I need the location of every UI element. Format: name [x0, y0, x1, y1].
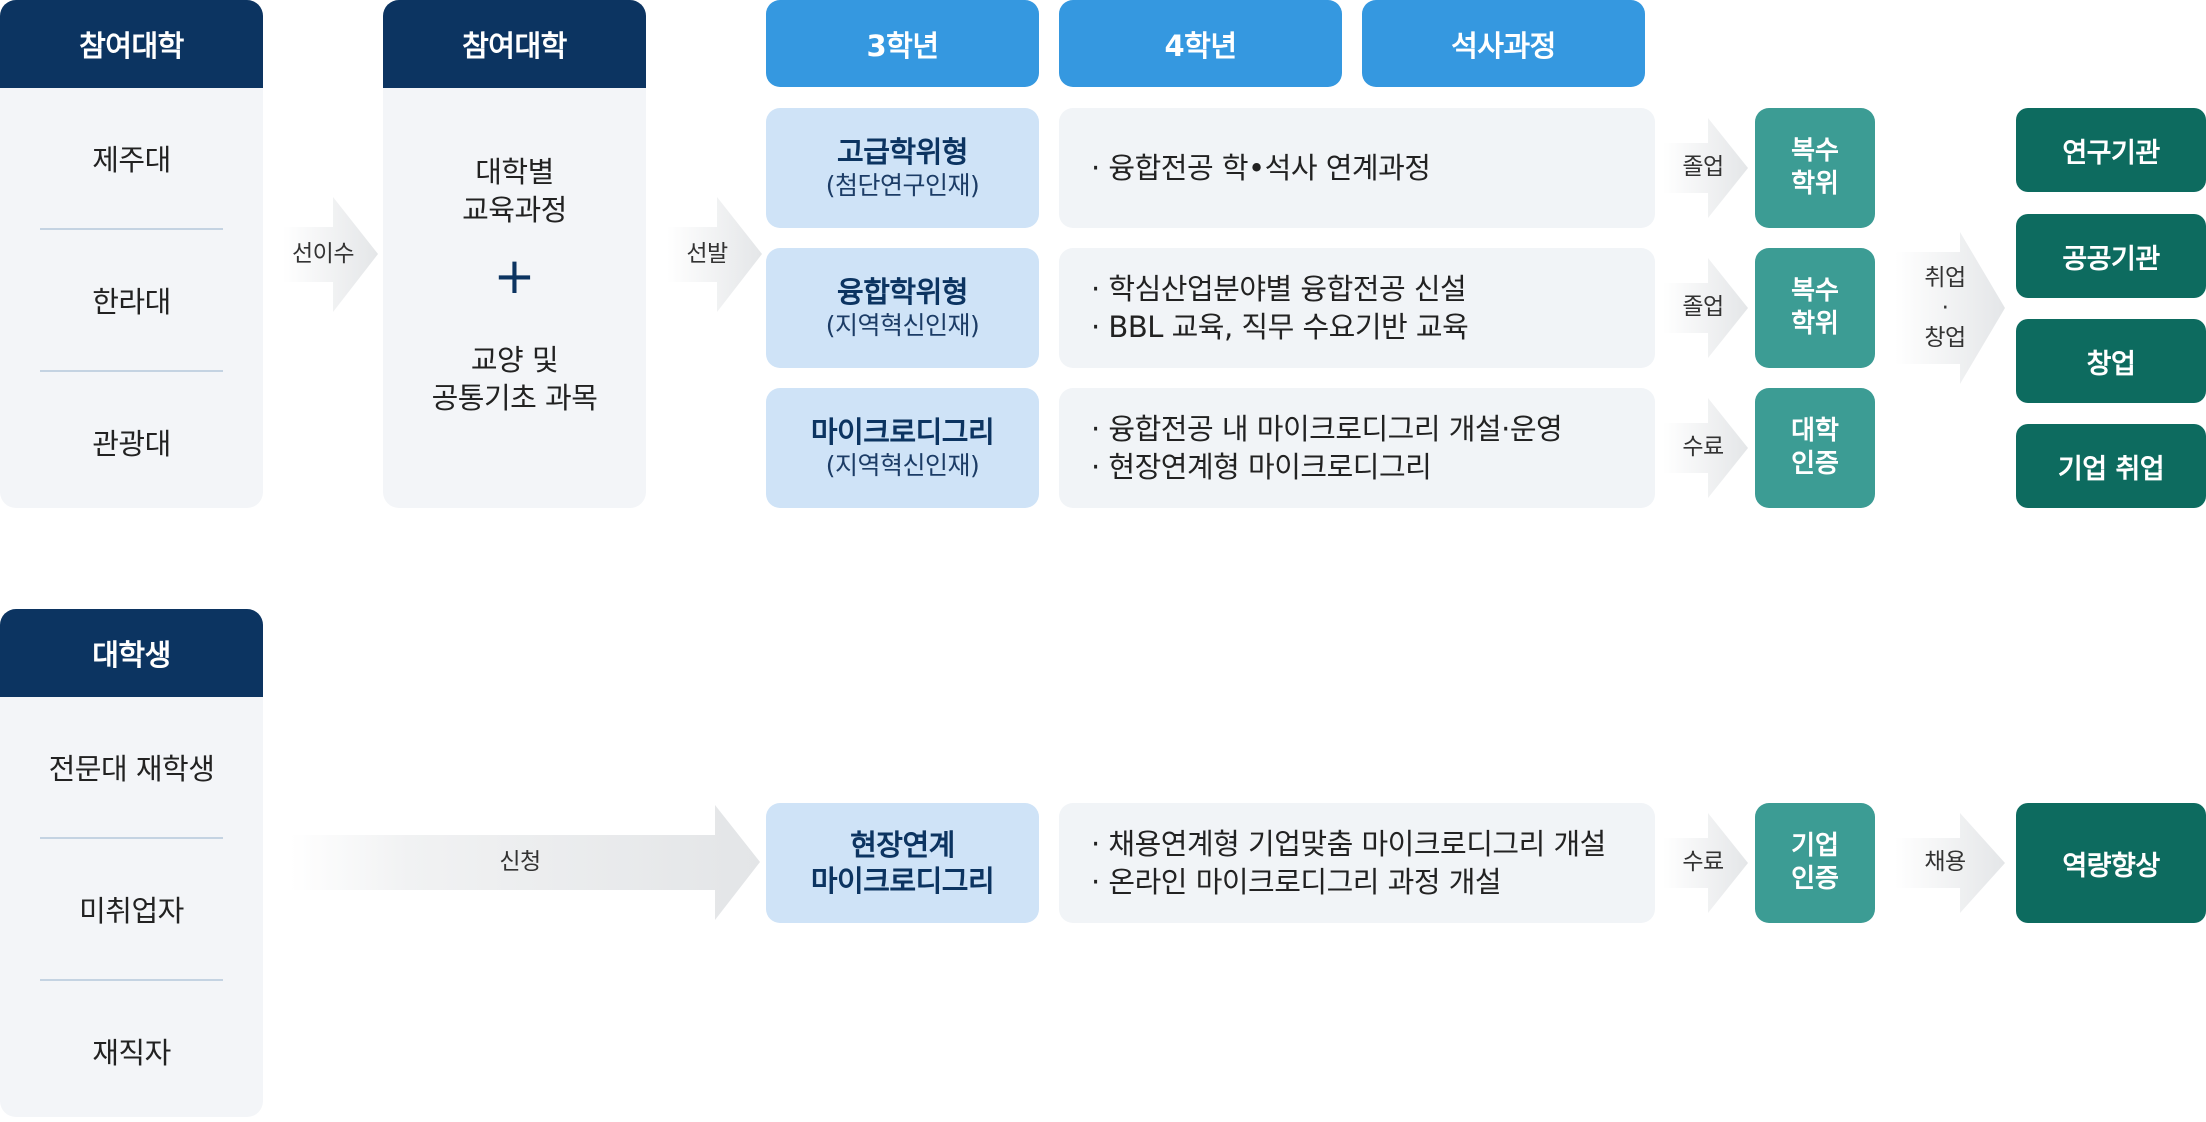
track-field-microdegree: 현장연계 마이크로디그리 [766, 803, 1039, 923]
employment-label-a: 취업 [1924, 265, 1966, 291]
curriculum-header: 참여대학 [383, 0, 646, 88]
result-line: 학위 [1791, 309, 1839, 339]
graduate-label: 졸업 [1682, 294, 1724, 320]
employment-label: 취업 · 창업 [1895, 258, 1995, 358]
curriculum-line: 대학별 [475, 155, 554, 189]
description-line: · 융합전공 학•석사 연계과정 [1091, 151, 1431, 185]
description-box: · 융합전공 학•석사 연계과정 [1059, 108, 1655, 228]
divider [40, 228, 223, 230]
complete-arrow-icon [1663, 398, 1748, 498]
track-convergence-degree: 융합학위형 (지역혁신인재) [766, 248, 1039, 368]
graduate-arrow-icon [1663, 118, 1748, 218]
description-line: · 온라인 마이크로디그리 과정 개설 [1091, 865, 1502, 899]
track-title: 마이크로디그리 [810, 864, 995, 898]
result-line: 기업 [1791, 831, 1839, 861]
description-box: · 학심산업분야별 융합전공 신설 · BBL 교육, 직무 수요기반 교육 [1059, 248, 1655, 368]
complete-label: 수료 [1682, 849, 1724, 875]
participating-universities-card: 참여대학 제주대 한라대 관광대 [0, 0, 263, 508]
result-line: 복수 [1791, 136, 1839, 166]
divider [40, 837, 223, 839]
track-title: 고급학위형 [837, 135, 968, 169]
track-title: 마이크로디그리 [810, 415, 995, 449]
outcome-capability-improvement: 역량향상 [2016, 803, 2206, 923]
graduate-arrow-icon [1663, 258, 1748, 358]
grade-header-master: 석사과정 [1362, 0, 1645, 87]
apply-label: 신청 [499, 849, 541, 875]
result-line: 복수 [1791, 276, 1839, 306]
students-header: 대학생 [0, 609, 263, 697]
pre-course-arrow-icon [283, 197, 378, 312]
apply-arrow-icon [290, 805, 760, 920]
grade-header-4: 4학년 [1059, 0, 1342, 87]
plus-icon: + [493, 247, 536, 305]
result-line: 인증 [1791, 864, 1839, 894]
result-line: 학위 [1791, 169, 1839, 199]
employment-arrow-icon [1895, 232, 2005, 384]
divider [40, 979, 223, 981]
description-line: · 융합전공 내 마이크로디그리 개설·운영 [1091, 412, 1563, 446]
description-line: · 채용연계형 기업맞춤 마이크로디그리 개설 [1091, 827, 1606, 861]
university-item: 한라대 [92, 285, 171, 319]
curriculum-line: 공통기초 과목 [431, 381, 598, 415]
description-box: · 융합전공 내 마이크로디그리 개설·운영 · 현장연계형 마이크로디그리 [1059, 388, 1655, 508]
employment-label-dot: · [1941, 295, 1949, 321]
description-line: · 학심산업분야별 융합전공 신설 [1091, 272, 1467, 306]
complete-arrow-icon [1663, 813, 1748, 913]
result-university-certification: 대학 인증 [1755, 388, 1875, 508]
result-double-degree: 복수 학위 [1755, 108, 1875, 228]
student-item: 전문대 재학생 [48, 752, 215, 786]
university-item: 관광대 [92, 427, 171, 461]
result-double-degree: 복수 학위 [1755, 248, 1875, 368]
track-title: 융합학위형 [837, 275, 968, 309]
employment-label-b: 창업 [1924, 325, 1966, 351]
selection-arrow-icon [667, 197, 762, 312]
participating-universities-header: 참여대학 [0, 0, 263, 88]
outcome-research-institute: 연구기관 [2016, 108, 2206, 192]
result-company-certification: 기업 인증 [1755, 803, 1875, 923]
description-line: · 현장연계형 마이크로디그리 [1091, 450, 1432, 484]
description-line: · BBL 교육, 직무 수요기반 교육 [1091, 310, 1469, 344]
grade-header-3: 3학년 [766, 0, 1039, 87]
student-item: 미취업자 [79, 894, 184, 928]
university-item: 제주대 [92, 143, 171, 177]
result-line: 대학 [1791, 416, 1839, 446]
track-microdegree: 마이크로디그리 (지역혁신인재) [766, 388, 1039, 508]
hire-arrow-icon [1895, 813, 2005, 913]
student-item: 재직자 [92, 1036, 171, 1070]
track-title: 현장연계 [850, 828, 955, 862]
outcome-startup: 창업 [2016, 319, 2206, 403]
curriculum-card: 참여대학 대학별 교육과정 + 교양 및 공통기초 과목 [383, 0, 646, 508]
outcome-company-employment: 기업 취업 [2016, 424, 2206, 508]
divider [40, 370, 223, 372]
outcome-public-institution: 공공기관 [2016, 214, 2206, 298]
description-box: · 채용연계형 기업맞춤 마이크로디그리 개설 · 온라인 마이크로디그리 과정… [1059, 803, 1655, 923]
result-line: 인증 [1791, 449, 1839, 479]
graduate-label: 졸업 [1682, 154, 1724, 180]
curriculum-line: 교육과정 [462, 193, 567, 227]
students-card: 대학생 전문대 재학생 미취업자 재직자 [0, 609, 263, 1117]
curriculum-line: 교양 및 [470, 343, 559, 377]
track-subtitle: (지역혁신인재) [825, 451, 980, 480]
track-subtitle: (지역혁신인재) [825, 311, 980, 340]
selection-label: 선발 [686, 241, 728, 267]
track-subtitle: (첨단연구인재) [825, 171, 980, 200]
track-advanced-degree: 고급학위형 (첨단연구인재) [766, 108, 1039, 228]
pre-course-label: 선이수 [292, 241, 354, 267]
complete-label: 수료 [1682, 434, 1724, 460]
hire-label: 채용 [1924, 849, 1966, 875]
